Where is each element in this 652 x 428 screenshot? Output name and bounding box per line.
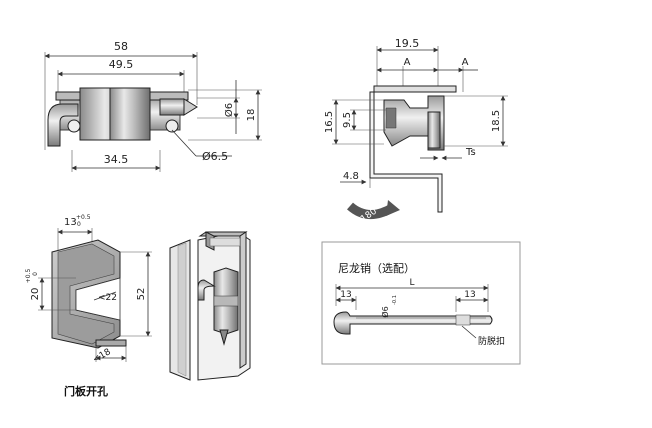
dim-body-length: 49.5 [109,58,134,71]
dim-bottom: <18 [91,347,113,365]
cutout-caption: 门板开孔 [64,384,108,398]
dim-width: 19.5 [395,37,420,50]
pin-detail-frame [321,241,521,365]
dim-pin-diameter: Ø6 [223,103,235,117]
mount-hole-left [67,119,81,133]
dim-a-right: A [462,57,469,68]
nylon-pin [333,311,493,335]
dim-top-tol-upper: +0.5 [76,214,91,221]
dim-pin-right: 13 [464,290,475,300]
dim-pin-diameter: Ø6 [380,306,390,317]
hinge-pin [159,98,185,116]
dim-slot-tol-upper: +0.5 [25,269,32,284]
dim-height-left: 16.5 [324,111,335,133]
front-view: 58 49.5 34.5 Ø6 18 Ø6. [44,40,262,172]
pin-detail-panel: 尼龙销（选配） L 13 13 Ø6 -0.1 防脱扣 [321,241,521,365]
dim-top: 13 [64,217,77,228]
dim-base-length: 34.5 [104,153,129,166]
dim-inner-height: 9.5 [342,112,353,128]
cutout-view: 13 +0.5 0 20 +0.5 0 <22 52 <18 门板开孔 [25,214,152,398]
dim-pin-length: L [409,278,414,288]
dim-slot-tol-lower: 0 [32,272,39,276]
pin-detail-title: 尼龙销（选配） [338,261,415,275]
dim-offset: 4.8 [343,171,359,182]
dim-height-right: 18.5 [491,110,502,132]
dim-overall-length: 58 [114,40,128,53]
hinge-rod [47,103,79,147]
dim-a-left: A [404,57,411,68]
dim-depth: <22 [98,293,117,303]
dim-rotation: 180° [359,204,383,225]
mount-hole-right [165,119,179,133]
side-view: 19.5 A A 16.5 9.5 18.5 Ts 4.8 [324,37,508,225]
dim-pin-diameter-tol: -0.1 [392,295,398,305]
dim-pin-left: 13 [340,290,351,300]
dim-hole-diameter: Ø6.5 [202,150,228,163]
dim-height: 18 [246,109,257,122]
assembly-3d-view [169,231,251,381]
dim-slot: 20 [30,288,41,301]
clip-label: 防脱扣 [478,335,505,347]
dim-thickness: Ts [465,147,476,158]
door-frame-profile [369,91,443,213]
dim-top-tol-lower: 0 [77,221,81,228]
dim-total: 52 [136,288,147,301]
